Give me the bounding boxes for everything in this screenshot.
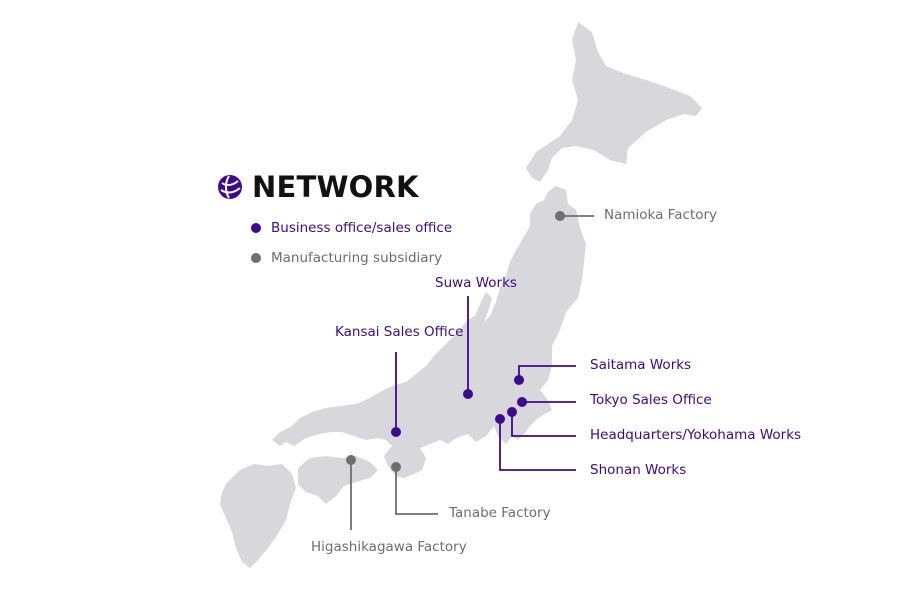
legend-manufacturing-dot — [251, 253, 261, 263]
tanabe-factory-label[interactable]: Tanabe Factory — [449, 505, 551, 521]
kansai-sales-office-label[interactable]: Kansai Sales Office — [335, 324, 464, 340]
suwa-works-marker[interactable] — [463, 389, 473, 399]
suwa-works-label[interactable]: Suwa Works — [435, 275, 517, 291]
shonan-works-marker[interactable] — [495, 414, 505, 424]
shikoku-island — [298, 456, 378, 504]
tokyo-sales-office-label[interactable]: Tokyo Sales Office — [590, 392, 712, 408]
globe-icon — [218, 175, 242, 199]
saitama-works-label[interactable]: Saitama Works — [590, 357, 692, 373]
kansai-sales-office-marker[interactable] — [391, 427, 401, 437]
legend-manufacturing: Manufacturing subsidiary — [251, 250, 442, 266]
headquarters-yokohama-works-marker[interactable] — [507, 407, 517, 417]
shonan-works-label[interactable]: Shonan Works — [590, 462, 687, 478]
kyushu-island — [220, 464, 296, 568]
shonan-works-connector — [499, 419, 576, 471]
legend-manufacturing-label: Manufacturing subsidiary — [271, 250, 443, 266]
namioka-factory-label[interactable]: Namioka Factory — [604, 207, 717, 223]
hokkaido-island — [526, 22, 702, 182]
noto-peninsula — [474, 292, 492, 322]
higashikagawa-factory-marker[interactable] — [346, 455, 356, 465]
honshu-island — [272, 186, 586, 478]
headquarters-yokohama-works-label[interactable]: Headquarters/Yokohama Works — [590, 427, 802, 443]
legend-business: Business office/sales office — [251, 220, 452, 236]
legend-business-dot — [251, 223, 261, 233]
tanabe-factory-connector — [395, 467, 438, 515]
network-title: NETWORK — [217, 170, 419, 204]
tokyo-sales-office-marker[interactable] — [517, 397, 527, 407]
namioka-factory-marker[interactable] — [555, 211, 565, 221]
saitama-works-marker[interactable] — [514, 375, 524, 385]
legend-business-label: Business office/sales office — [271, 220, 453, 236]
higashikagawa-factory-label[interactable]: Higashikagawa Factory — [311, 539, 467, 555]
headquarters-yokohama-works-connector — [511, 412, 576, 437]
page-title: NETWORK — [252, 170, 419, 204]
tanabe-factory-marker[interactable] — [391, 462, 401, 472]
